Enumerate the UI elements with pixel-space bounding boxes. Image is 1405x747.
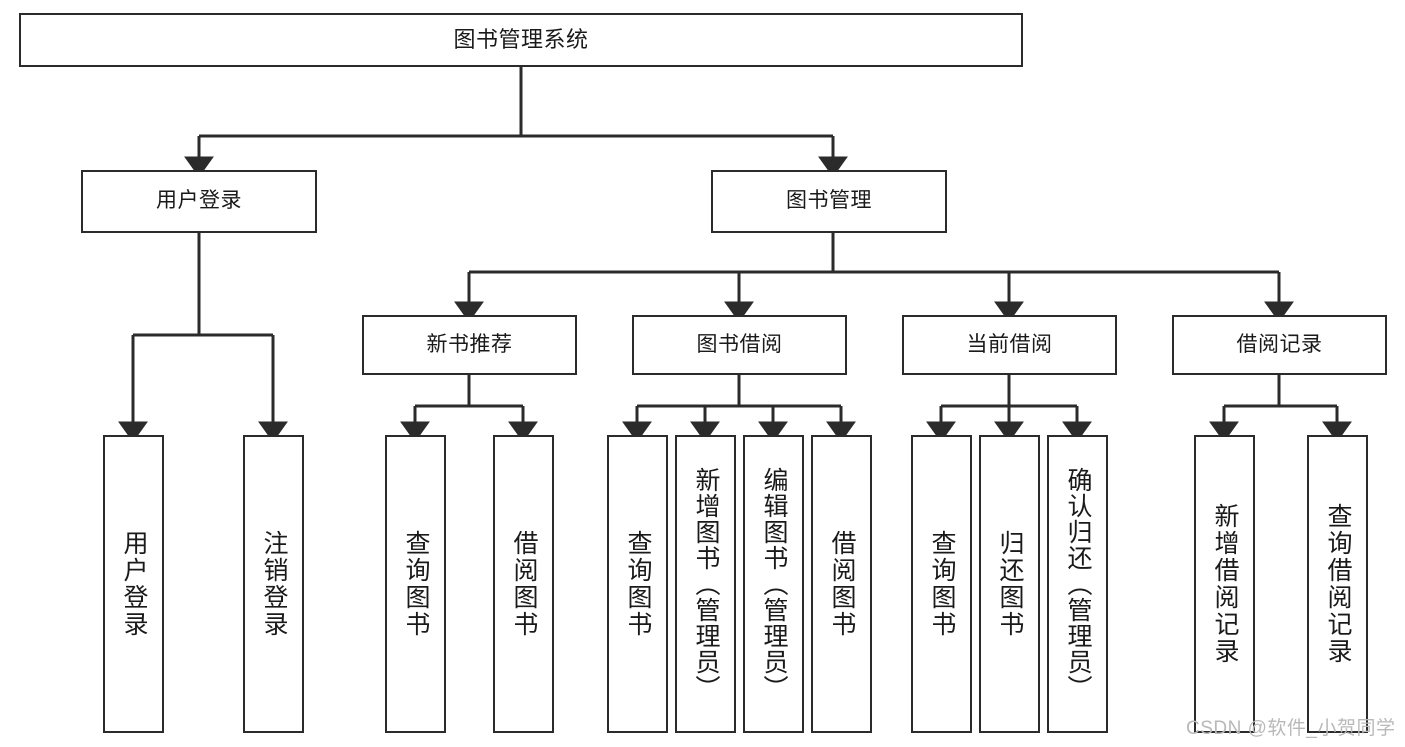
leaf-return-book[interactable]: 归还图书	[979, 435, 1040, 733]
node-label: 借阅图书	[510, 530, 538, 638]
leaf-add-book-admin[interactable]: 新增图书（管理员）	[675, 435, 736, 733]
node-label: 查询图书	[624, 530, 652, 638]
leaf-user-login[interactable]: 用户登录	[103, 435, 164, 733]
leaf-borrow-book-recommend[interactable]: 借阅图书	[493, 435, 554, 733]
node-borrow-record[interactable]: 借阅记录	[1172, 315, 1387, 375]
node-label: 新增借阅记录	[1211, 503, 1239, 665]
node-new-book-recommend[interactable]: 新书推荐	[362, 315, 577, 375]
node-current-borrow[interactable]: 当前借阅	[902, 315, 1117, 375]
node-book-management[interactable]: 图书管理	[711, 170, 947, 233]
node-label: 当前借阅	[966, 332, 1053, 356]
node-label: 借阅记录	[1236, 332, 1323, 356]
node-label: 图书管理系统	[453, 27, 589, 53]
node-label: 编辑图书（管理员）	[760, 467, 788, 701]
leaf-edit-book-admin[interactable]: 编辑图书（管理员）	[743, 435, 804, 733]
leaf-query-book-borrow[interactable]: 查询图书	[607, 435, 668, 733]
node-label: 借阅图书	[828, 530, 856, 638]
watermark-text: CSDN @软件_小贺同学	[1186, 718, 1396, 739]
node-label: 查询图书	[402, 530, 430, 638]
leaf-query-borrow-record[interactable]: 查询借阅记录	[1307, 435, 1368, 733]
node-label: 用户登录	[156, 189, 242, 213]
node-user-login[interactable]: 用户登录	[81, 170, 317, 233]
node-label: 查询图书	[928, 530, 956, 638]
node-book-borrow[interactable]: 图书借阅	[632, 315, 847, 375]
node-label: 用户登录	[120, 530, 148, 638]
node-label: 新增图书（管理员）	[692, 467, 720, 701]
leaf-query-book-current[interactable]: 查询图书	[911, 435, 972, 733]
node-label: 图书管理	[786, 189, 872, 213]
node-label: 确认归还（管理员）	[1064, 467, 1092, 701]
node-label: 图书借阅	[696, 332, 783, 356]
node-root-system[interactable]: 图书管理系统	[19, 13, 1023, 67]
leaf-query-book-recommend[interactable]: 查询图书	[385, 435, 446, 733]
leaf-borrow-book[interactable]: 借阅图书	[811, 435, 872, 733]
leaf-logout[interactable]: 注销登录	[243, 435, 304, 733]
leaf-add-borrow-record[interactable]: 新增借阅记录	[1194, 435, 1255, 733]
leaf-confirm-return-admin[interactable]: 确认归还（管理员）	[1047, 435, 1108, 733]
node-label: 归还图书	[996, 530, 1024, 638]
node-label: 新书推荐	[426, 332, 513, 356]
node-label: 注销登录	[260, 530, 288, 638]
node-label: 查询借阅记录	[1324, 503, 1352, 665]
